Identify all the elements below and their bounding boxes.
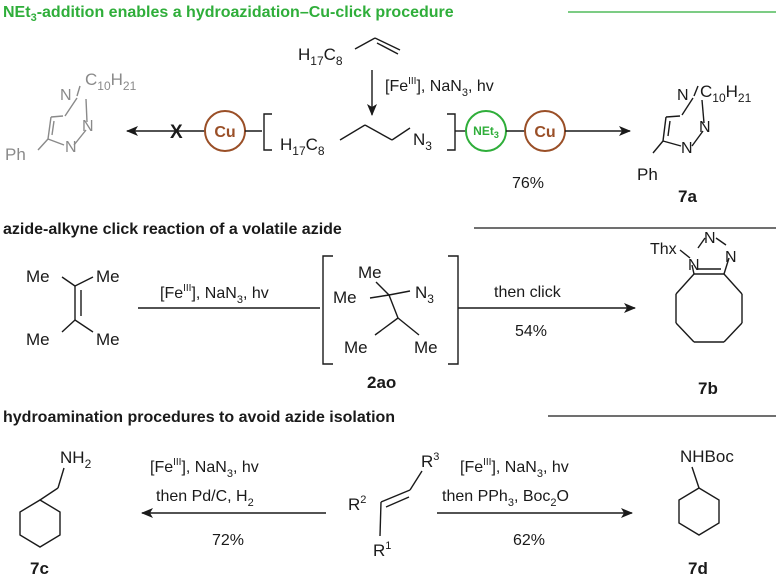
triazole-7a: N N N C10H21 Ph [637,82,752,184]
bracket-left [263,113,272,151]
svg-text:N: N [677,87,689,104]
svg-text:N: N [60,87,72,104]
section2-conditions: [FeIII], NaN3, hv [160,283,269,306]
svg-text:R3: R3 [421,451,439,471]
svg-text:N: N [65,139,77,156]
yield-62: 62% [513,532,545,549]
left-conditions: [FeIII], NaN3, hv [150,457,259,480]
product-7b: Thx N N N [650,230,743,343]
product-7d: NHBoc [678,447,734,536]
product-7c: NH2 [19,448,92,548]
yield-54: 54% [515,323,547,340]
left-then: then Pd/C, H2 [156,488,254,509]
svg-text:Me: Me [344,338,368,357]
cu-label-left: Cu [214,124,235,141]
svg-text:R2: R2 [348,494,366,514]
svg-text:N: N [688,257,700,274]
svg-text:R1: R1 [373,540,391,560]
alkene-bonds [354,37,401,55]
section1-title: NEt3-addition enables a hydroazidation–C… [3,4,454,24]
section3-title: hydroamination procedures to avoid azide… [3,409,395,426]
svg-text:Me: Me [26,267,50,286]
intermediate-2ao: Me Me N3 Me Me [333,263,438,357]
label-7d: 7d [688,559,708,578]
svg-text:NH2: NH2 [60,448,92,471]
yield-72: 72% [212,532,244,549]
svg-text:Me: Me [358,263,382,282]
svg-text:Me: Me [26,330,50,349]
svg-text:N3: N3 [415,283,434,306]
svg-text:Me: Me [333,288,357,307]
bracket-right [447,113,456,151]
gray-triazole: N N N C10H21 Ph [5,70,137,164]
generic-alkene: R3 R2 R1 [348,451,439,560]
azide-h17c8: H17C8 [280,135,325,158]
label-7a: 7a [678,187,697,206]
svg-text:N: N [699,119,711,136]
azide-n3: N3 [413,130,432,153]
label-7b: 7b [698,379,718,398]
alkene-h17c8: H17C8 [298,45,343,68]
section1-conditions: [FeIII], NaN3, hv [385,76,494,99]
c10h21-7a: C10H21 [700,82,752,105]
svg-text:NHBoc: NHBoc [680,447,734,466]
svg-text:Me: Me [96,330,120,349]
right-then: then PPh3, Boc2O [442,488,569,509]
gray-c10h21: C10H21 [85,70,137,93]
azide-chain [339,124,411,141]
section2-title: azide-alkyne click reaction of a volatil… [3,221,342,238]
yield-76: 76% [512,175,544,192]
right-conditions: [FeIII], NaN3, hv [460,457,569,480]
label-2ao: 2ao [367,373,396,392]
bracket-2ao-right [448,255,459,365]
ph-7a: Ph [637,165,658,184]
tetramethylethylene: Me Me Me Me [26,267,120,349]
svg-text:N: N [681,140,693,157]
svg-text:N: N [82,118,94,135]
svg-text:Thx: Thx [650,241,677,258]
label-7c: 7c [30,559,49,578]
then-click: then click [494,284,562,301]
svg-text:Me: Me [414,338,438,357]
svg-text:N: N [704,230,716,247]
bracket-2ao-left [322,255,333,365]
cu-label-right: Cu [534,124,555,141]
net3-label: NEt3 [473,124,499,140]
svg-text:Me: Me [96,267,120,286]
cross-mark: X [170,122,183,143]
svg-text:N: N [725,249,737,266]
gray-ph: Ph [5,145,26,164]
